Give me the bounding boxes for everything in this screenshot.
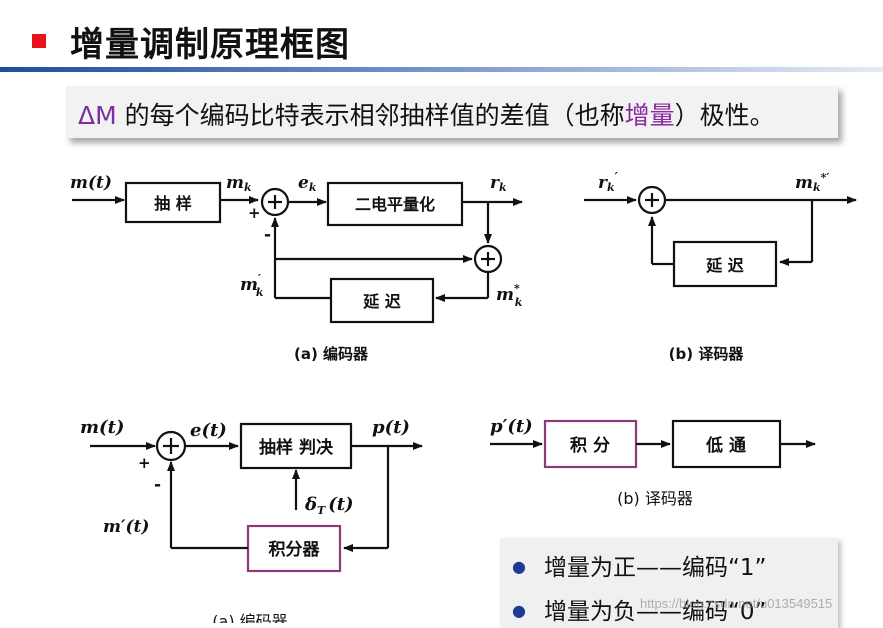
input-label: m(t) xyxy=(70,173,112,193)
ek-label: ek xyxy=(298,173,317,194)
caption-bottom-decoder: (b) 译码器 xyxy=(617,489,693,508)
notes-box: ●增量为正——编码“1” ●增量为负——编码“0” xyxy=(500,538,838,628)
description-box: ΔM 的每个编码比特表示相邻抽样值的差值（也称增量）极性。 xyxy=(66,86,838,138)
plus-sign: + xyxy=(248,204,261,222)
mk-label: mk xyxy=(226,173,252,194)
top-decoder xyxy=(584,185,857,288)
top-decoder-labels: rk′ mk*′ 延 迟 (b) 译码器 xyxy=(598,170,829,363)
decoder-delay-label: 延 迟 xyxy=(705,256,744,275)
bottom-input-label: m(t) xyxy=(80,417,124,438)
top-encoder-labels: m(t) 抽 样 mk + - ek 二电平量化 rk m′k 延 迟 m*k … xyxy=(70,173,523,363)
description-part-1: 的每个编码比特表示相邻抽样值的差值（也称 xyxy=(116,101,625,130)
lowpass-label: 低 通 xyxy=(705,435,746,456)
integrator-label: 积分器 xyxy=(269,540,321,560)
decider-label: 抽样 判决 xyxy=(259,437,334,458)
rk-label: rk xyxy=(490,173,507,194)
note-negative: ●增量为负——编码“0” xyxy=(512,599,767,625)
mk-prime-label: m′k xyxy=(240,272,264,299)
bullet-dot-icon: ● xyxy=(512,601,526,620)
decoder-integrator-label: 积 分 xyxy=(570,436,610,456)
watermark: https://blog.csdn.net/u013549515 xyxy=(640,596,833,611)
bottom-encoder xyxy=(90,422,423,573)
title-divider xyxy=(0,67,883,72)
bottom-decoder xyxy=(490,419,816,469)
error-label: e(t) xyxy=(190,420,227,441)
bottom-plus-sign: + xyxy=(138,454,151,472)
caption-bottom-encoder: (a) 编码器 xyxy=(212,612,287,623)
caption-top-encoder: (a) 编码器 xyxy=(294,345,369,363)
note-positive: ●增量为正——编码“1” xyxy=(512,555,767,581)
bottom-decoder-labels: p′(t) 积 分 低 通 (b) 译码器 xyxy=(490,416,746,508)
decoder-input-label: p′(t) xyxy=(490,416,533,437)
title-bar: 增量调制原理框图 xyxy=(0,0,883,72)
bullet-square-icon xyxy=(32,34,46,48)
page-title: 增量调制原理框图 xyxy=(70,25,350,65)
description-part-2: ）极性。 xyxy=(674,101,775,130)
bullet-dot-icon: ● xyxy=(512,557,526,576)
caption-top-decoder: (b) 译码器 xyxy=(669,345,745,363)
sampler-label: 抽 样 xyxy=(154,194,192,213)
top-encoder xyxy=(72,181,523,324)
delay-label: 延 迟 xyxy=(362,292,401,311)
rk-prime-label: rk′ xyxy=(598,170,619,194)
description-text: ΔM 的每个编码比特表示相邻抽样值的差值（也称增量）极性。 xyxy=(78,96,775,132)
mk-star-prime-label: mk*′ xyxy=(795,171,829,194)
bottom-encoder-labels: m(t) e(t) 抽样 判决 p(t) + - δT(t) m′(t) 积分器… xyxy=(80,417,410,623)
description-highlight: 增量 xyxy=(624,101,675,130)
output-label: p(t) xyxy=(372,417,410,438)
feedback-label: m′(t) xyxy=(103,517,149,537)
clock-label: δT(t) xyxy=(304,494,354,517)
bottom-minus-sign: - xyxy=(154,475,161,495)
minus-sign: - xyxy=(264,225,271,245)
quantizer-label: 二电平量化 xyxy=(355,195,435,214)
mk-star-label: m*k xyxy=(496,282,523,309)
delta-m-symbol: ΔM xyxy=(78,101,117,130)
